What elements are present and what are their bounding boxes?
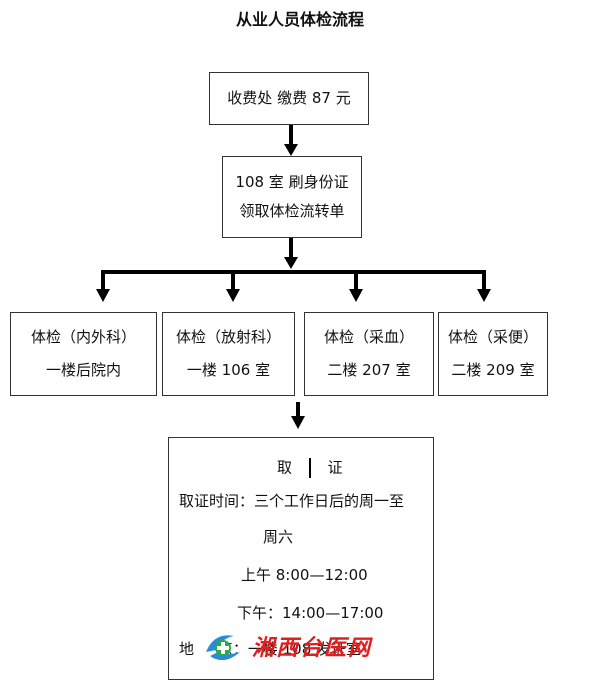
arrow-down-icon — [477, 289, 491, 302]
page-title: 从业人员体检流程 — [235, 10, 364, 29]
exam-box-radiology: 体检（放射科） 一楼 106 室 — [162, 312, 295, 396]
arrow-down-icon — [226, 289, 240, 302]
exam-box-stool: 体检（采便） 二楼 209 室 — [438, 312, 548, 396]
exam-box-blood: 体检（采血） 二楼 207 室 — [304, 312, 434, 396]
heading-divider — [308, 458, 311, 478]
payment-step-text: 收费处 缴费 87 元 — [227, 89, 351, 107]
arrow-down-icon — [284, 144, 298, 156]
certificate-pickup-box: 取 证 取证时间：三个工作日后的周一至 周六 上午 8:00—12:00 下午：… — [168, 437, 434, 680]
arrow-down-icon — [349, 289, 363, 302]
id-card-step-line2: 领取体检流转单 — [239, 202, 345, 220]
pickup-heading-left: 取 — [277, 458, 293, 477]
id-card-step-line1: 108 室 刷身份证 — [235, 173, 349, 191]
payment-step-box: 收费处 缴费 87 元 — [209, 72, 369, 125]
exam-title: 体检（放射科） — [175, 328, 281, 346]
exam-location: 一楼后院内 — [45, 361, 121, 379]
exam-box-internal-surgery: 体检（内外科） 一楼后院内 — [10, 312, 157, 396]
arrow-down-icon — [96, 289, 110, 302]
pickup-morning-hours: 上午 8:00—12:00 — [241, 566, 368, 584]
exam-title: 体检（采血） — [323, 328, 414, 346]
exam-title: 体检（采便） — [447, 328, 538, 346]
pickup-time-label: 取证时间：三个工作日后的周一至 — [179, 492, 405, 510]
exam-location: 一楼 106 室 — [186, 361, 271, 379]
pickup-heading: 取 证 — [277, 458, 343, 478]
pickup-time-cont: 周六 — [263, 528, 294, 546]
exam-location: 二楼 207 室 — [327, 361, 411, 379]
pickup-afternoon-hours: 下午：14:00—17:00 — [237, 604, 384, 622]
pickup-location: 地 点：一楼 108 发证室 — [179, 640, 362, 658]
exam-title: 体检（内外科） — [30, 328, 136, 346]
id-card-step-box: 108 室 刷身份证 领取体检流转单 — [222, 156, 362, 238]
arrow-down-icon — [284, 257, 298, 269]
exam-location: 二楼 209 室 — [451, 361, 535, 379]
pickup-heading-right: 证 — [327, 458, 343, 477]
arrow-down-icon — [291, 416, 305, 429]
